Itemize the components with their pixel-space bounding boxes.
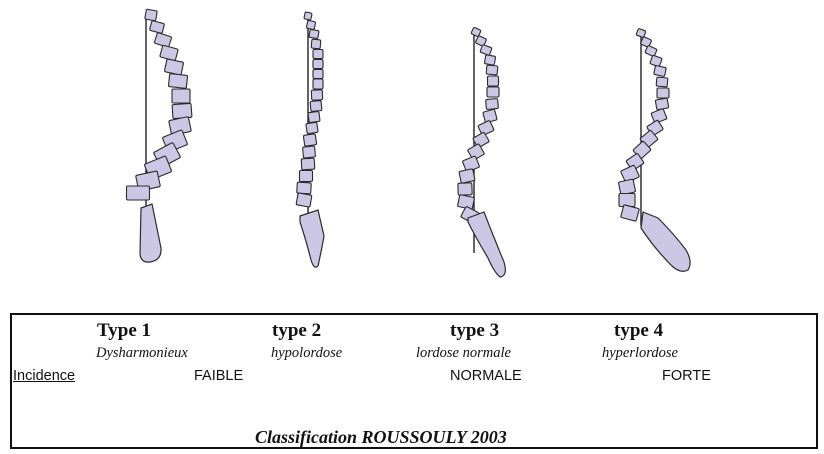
vertebrae [457, 27, 499, 224]
vertebra [650, 55, 662, 67]
vertebra [313, 60, 323, 69]
vertebra [311, 90, 323, 101]
vertebra [480, 45, 492, 56]
type-3-incidence: NORMALE [450, 368, 522, 384]
vertebra [656, 77, 668, 87]
vertebra [313, 70, 323, 79]
vertebra [164, 59, 183, 75]
figure-caption: Classification ROUSSOULY 2003 [255, 427, 507, 448]
vertebra [306, 20, 315, 29]
vertebra [311, 39, 321, 49]
spine-type-3 [457, 27, 505, 277]
vertebra [655, 98, 669, 110]
vertebra [300, 171, 313, 182]
vertebra [486, 98, 499, 109]
vertebra [478, 120, 494, 135]
vertebra [488, 76, 499, 86]
vertebra [160, 45, 179, 61]
type-3-description: lordose normale [416, 345, 511, 362]
vertebra [145, 9, 158, 21]
vertebra [168, 74, 187, 89]
vertebra [636, 28, 646, 37]
incidence-label: Incidence [13, 368, 75, 384]
legend-box: Type 1 Dysharmonieux type 2 hypolordose … [10, 313, 818, 449]
type-3-label: type 3 [450, 320, 499, 342]
type-4-label: type 4 [614, 320, 663, 342]
sacrum [641, 212, 690, 271]
vertebra [172, 103, 192, 118]
spine-type-1 [127, 9, 192, 262]
vertebrae [296, 12, 323, 207]
vertebra [301, 158, 315, 170]
vertebra [313, 79, 323, 89]
vertebra [127, 186, 150, 200]
type-4-incidence: FORTE [662, 368, 711, 384]
vertebra [313, 50, 323, 59]
vertebra [303, 146, 316, 158]
vertebra [458, 183, 472, 195]
vertebra [306, 122, 318, 133]
vertebra [308, 111, 320, 122]
vertebra [459, 169, 475, 184]
vertebra [621, 205, 640, 222]
type-1-label: Type 1 [97, 320, 151, 342]
sacrum [140, 204, 161, 262]
type-4-description: hyperlordose [602, 345, 678, 362]
type-1-incidence: FAIBLE [194, 368, 243, 384]
vertebra [657, 88, 669, 98]
vertebrae [127, 9, 192, 200]
vertebra [304, 12, 312, 20]
sacrum [300, 210, 324, 267]
spine-type-2 [296, 12, 324, 267]
vertebra [303, 134, 316, 147]
vertebra [310, 101, 322, 112]
vertebra [487, 87, 499, 97]
vertebra [296, 193, 312, 207]
vertebra [486, 65, 498, 75]
type-1-description: Dysharmonieux [96, 345, 188, 362]
type-2-description: hypolordose [271, 345, 342, 362]
vertebrae [618, 28, 669, 221]
vertebra [484, 55, 495, 66]
vertebra [297, 182, 312, 194]
vertebra [172, 89, 190, 103]
vertebra [619, 194, 635, 207]
type-2-label: type 2 [272, 320, 321, 342]
spine-type-4 [618, 28, 690, 271]
vertebra [654, 65, 667, 76]
vertebra [149, 20, 164, 33]
vertebra [309, 29, 319, 38]
vertebra [618, 179, 635, 195]
